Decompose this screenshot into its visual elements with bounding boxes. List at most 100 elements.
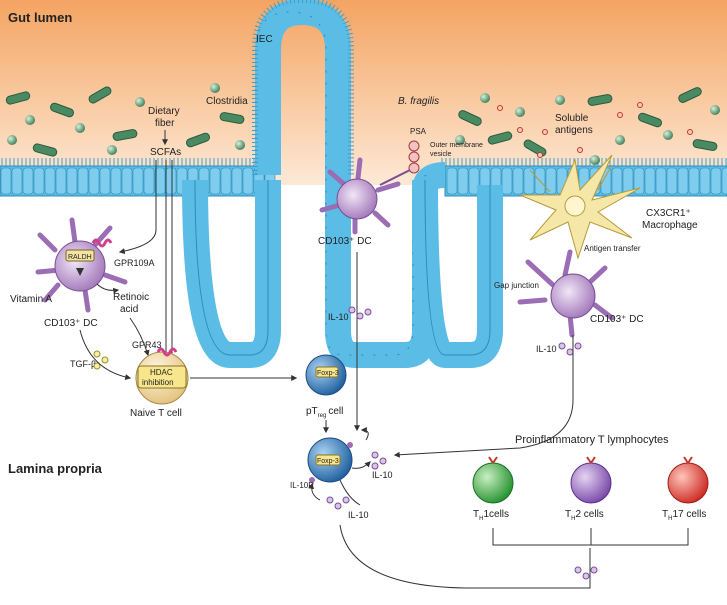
cx3cr1-label-1: CX3CR1⁺ xyxy=(646,208,691,219)
epithelial-cell xyxy=(66,167,78,195)
soluble-antigens-label-1: Soluble xyxy=(555,113,589,124)
epithelial-cell xyxy=(44,167,56,195)
naive-t-cell xyxy=(135,347,189,405)
dietary-fiber-label-2: fiber xyxy=(155,118,175,129)
cocci-bacterium xyxy=(107,145,117,155)
proinflammatory-label: Proinflammatory T lymphocytes xyxy=(515,434,669,446)
foxp3-label-2: Foxp-3 xyxy=(317,458,339,465)
epithelial-cell xyxy=(0,167,12,195)
rod-bacterium xyxy=(637,112,663,128)
epithelial-cell xyxy=(55,167,67,195)
tgf-beta-label: TGF-β xyxy=(70,359,96,369)
suppression-bracket xyxy=(339,524,689,589)
epithelial-cell xyxy=(77,167,89,195)
rod-bacterium xyxy=(523,139,547,157)
gpr43-label: GPR43 xyxy=(132,340,162,350)
epithelial-cell xyxy=(611,167,623,195)
epithelial-cell xyxy=(121,167,133,195)
cd103-dc-right-label: CD103⁺ DC xyxy=(590,314,644,325)
vitamin-a-label: Vitamin A xyxy=(10,294,52,305)
cocci-bacterium xyxy=(210,83,220,93)
epithelial-cell xyxy=(110,167,122,195)
epithelial-cell xyxy=(209,167,221,195)
naive-t-label: Naive T cell xyxy=(130,408,182,419)
epithelial-cell xyxy=(655,167,667,195)
gpr109a-label: GPR109A xyxy=(114,258,155,268)
epithelial-cell xyxy=(721,167,727,195)
rod-bacterium xyxy=(88,86,112,104)
il10r-label: IL-10R xyxy=(290,481,314,490)
il10-right-label: IL-10 xyxy=(536,344,557,354)
th1-cell xyxy=(472,456,514,504)
rod-bacterium xyxy=(219,112,245,124)
epithelial-cell xyxy=(644,167,656,195)
soluble-antigen xyxy=(497,105,503,111)
tgf-beta-dots xyxy=(93,350,109,370)
hdac-label-1: HDAC xyxy=(150,368,173,377)
cocci-bacterium xyxy=(615,135,625,145)
outer-membrane-vesicle xyxy=(408,140,420,174)
scfa-arrows xyxy=(118,160,175,362)
omv-label-1: Outer membrane xyxy=(430,142,483,149)
il10-dots-center xyxy=(348,306,372,320)
rod-bacterium xyxy=(487,131,513,145)
scfas-label: SCFAs xyxy=(150,147,181,158)
foxp3-label-1: Foxp-3 xyxy=(317,370,339,377)
rod-bacterium xyxy=(458,110,482,126)
epithelial-cell xyxy=(457,167,469,195)
epithelial-cell xyxy=(132,167,144,195)
epithelial-cell xyxy=(88,167,100,195)
il10-dots-right xyxy=(558,342,582,356)
epithelial-cell xyxy=(501,167,513,195)
cocci-bacterium xyxy=(25,115,35,125)
rod-bacterium xyxy=(678,87,702,103)
bacteria-cluster xyxy=(5,83,720,165)
epithelial-cell xyxy=(143,167,155,195)
cx3cr1-macrophage xyxy=(519,154,641,260)
epithelial-cell xyxy=(231,167,243,195)
epithelial-cell xyxy=(512,167,524,195)
epithelial-cell xyxy=(677,167,689,195)
cocci-bacterium xyxy=(455,135,465,145)
cd103-dc-center xyxy=(319,157,411,235)
rod-bacterium xyxy=(185,132,211,148)
b-fragilis-label: B. fragilis xyxy=(398,96,439,107)
gut-lumen-label: Gut lumen xyxy=(8,10,72,25)
soluble-antigen xyxy=(617,112,623,118)
cocci-bacterium xyxy=(663,130,673,140)
treg-cell xyxy=(307,437,353,483)
il10-dots-bottom xyxy=(574,566,598,580)
epithelial-cell xyxy=(154,167,166,195)
omv-label-2: vesicle xyxy=(430,151,452,158)
il10-treg-label-2: IL-10 xyxy=(348,510,369,520)
cocci-bacterium xyxy=(710,105,720,115)
il10-treg-label-1: IL-10 xyxy=(372,470,393,480)
epithelial-cell xyxy=(523,167,535,195)
cd103-dc-right xyxy=(517,249,615,338)
epithelial-cell xyxy=(666,167,678,195)
cd103-dc-center-label: CD103⁺ DC xyxy=(318,236,372,247)
cocci-bacterium xyxy=(135,97,145,107)
psa-label: PSA xyxy=(410,127,427,136)
epithelial-cell xyxy=(220,167,232,195)
epithelium-left xyxy=(0,158,276,197)
villus xyxy=(182,0,503,368)
cx3cr1-label-2: Macrophage xyxy=(642,220,698,231)
epithelial-cell xyxy=(11,167,23,195)
soluble-antigen xyxy=(637,102,643,108)
cocci-bacterium xyxy=(7,135,17,145)
rod-bacterium xyxy=(32,143,58,157)
soluble-antigen xyxy=(687,129,693,135)
epithelial-cell xyxy=(633,167,645,195)
epithelial-cell xyxy=(22,167,34,195)
th1-label: TH1cells xyxy=(473,509,509,522)
epithelial-cell xyxy=(710,167,722,195)
soluble-antigens-label-2: antigens xyxy=(555,125,593,136)
clostridia-label: Clostridia xyxy=(206,96,248,107)
epithelial-cell xyxy=(688,167,700,195)
il10-center-label: IL-10 xyxy=(328,312,349,322)
cocci-bacterium xyxy=(480,93,490,103)
cocci-bacterium xyxy=(555,95,565,105)
cocci-bacterium xyxy=(515,107,525,117)
